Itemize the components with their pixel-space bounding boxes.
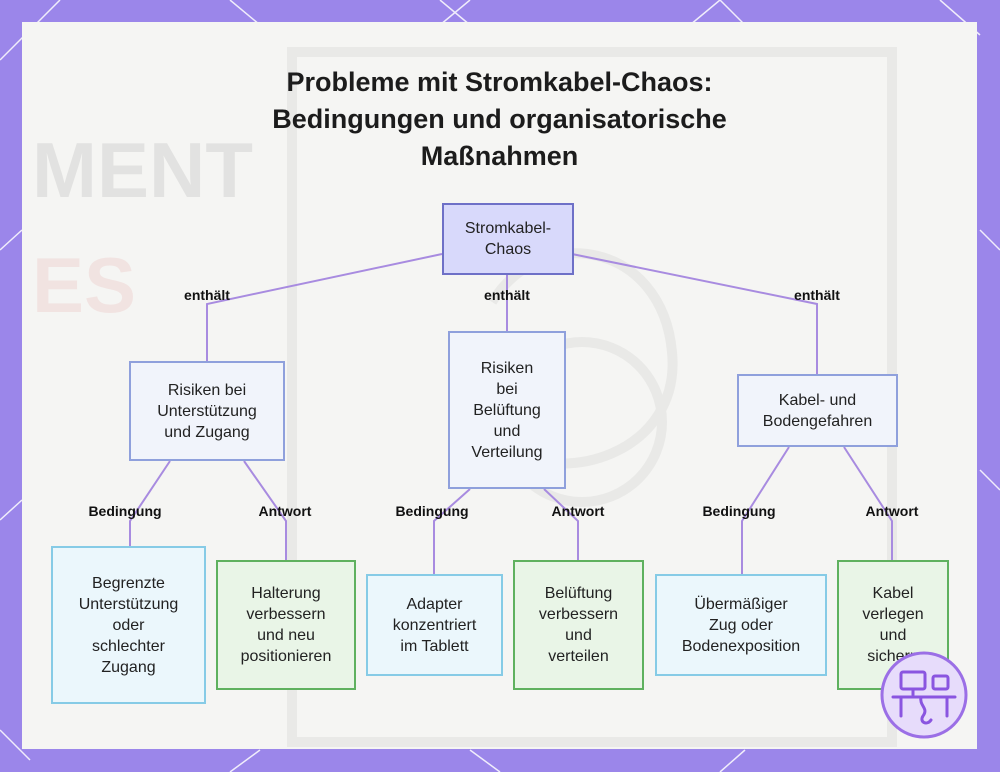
node-line: Zug oder [708,616,774,634]
title-line: Probleme mit Stromkabel-Chaos: [286,67,713,97]
node-line: und [493,422,521,440]
node-line: verteilen [548,648,609,665]
response-node-support-access: Halterung verbessern und neu positionier… [216,560,356,690]
response-node-ventilation-distribution: Belüftung verbessern und verteilen [513,560,644,690]
node-line: Kabel- und [778,391,857,409]
node-line: Unterstützung [157,402,257,420]
diagram-card: MENT ES Probleme mit Stromkabel-Chaos: B… [22,22,977,749]
edge-label-condition: Bedingung [702,503,776,519]
node-line: Zugang [101,658,156,676]
node-line: schlechter [92,637,165,655]
condition-node-ventilation-distribution: Adapter konzentriert im Tablett [366,574,503,676]
node-line: und Zugang [164,423,250,441]
condition-node-cable-floor: Übermäßiger Zug oder Bodenexposition [655,574,827,676]
edge-label-contains: enthält [794,287,840,303]
diagram-title: Probleme mit Stromkabel-Chaos: Bedingung… [172,64,827,175]
node-line: Chaos [484,241,532,258]
node-line: Risiken [480,359,534,377]
node-line: und neu [257,627,315,644]
root-node: Stromkabel- Chaos [442,203,574,275]
edge-cat3-to-response [843,446,893,560]
node-line: verbessern [538,606,619,623]
node-line: Verteilung [471,443,543,461]
node-line: oder [112,616,145,634]
node-line: im Tablett [400,637,469,655]
edge-cat2-to-response [543,488,579,560]
title-line: Bedingungen und organisatorische [272,104,727,134]
edge-label-contains: enthält [184,287,230,303]
edge-cat2-to-condition [433,488,471,574]
node-line: Stromkabel- [464,220,552,237]
node-line: und [879,627,907,644]
category-node-support-access: Risiken bei Unterstützung und Zugang [129,361,285,461]
edge-label-response: Antwort [258,503,312,519]
edge-root-to-cat3 [571,253,818,374]
desk-computer-cable-icon [880,651,968,739]
title-line: Maßnahmen [420,141,579,171]
node-line: verlegen [862,606,924,623]
edge-cat1-to-condition [129,460,171,546]
category-node-ventilation-distribution: Risiken bei Belüftung und Verteilung [448,331,566,489]
edge-cat1-to-response [243,460,287,560]
node-line: Belüftung [473,401,541,419]
edge-label-condition: Bedingung [395,503,469,519]
node-line: bei [496,380,518,398]
node-line: Halterung [251,585,321,602]
node-line: Übermäßiger [694,595,788,613]
node-line: Adapter [406,595,463,613]
condition-node-support-access: Begrenzte Unterstützung oder schlechter … [51,546,206,704]
node-line: Begrenzte [92,574,165,592]
svg-text:ES: ES [32,241,136,329]
edge-label-condition: Bedingung [88,503,162,519]
node-line: verbessern [246,606,326,623]
node-line: Bodenexposition [681,637,801,655]
svg-text:MENT: MENT [32,126,253,214]
node-line: konzentriert [392,616,477,634]
diagram-edges [129,253,893,574]
edge-label-contains: enthält [484,287,530,303]
node-line: und [565,627,592,644]
node-line: Belüftung [544,585,613,602]
node-line: Bodengefahren [762,412,873,430]
edge-root-to-cat1 [206,253,443,362]
edge-label-response: Antwort [551,503,605,519]
edge-label-response: Antwort [865,503,919,519]
node-line: positionieren [240,648,332,665]
node-line: Unterstützung [78,595,179,613]
edge-cat3-to-condition [741,446,790,574]
node-line: Risiken bei [167,381,247,399]
node-line: Kabel [872,585,914,602]
category-node-cable-floor: Kabel- und Bodengefahren [737,374,898,447]
